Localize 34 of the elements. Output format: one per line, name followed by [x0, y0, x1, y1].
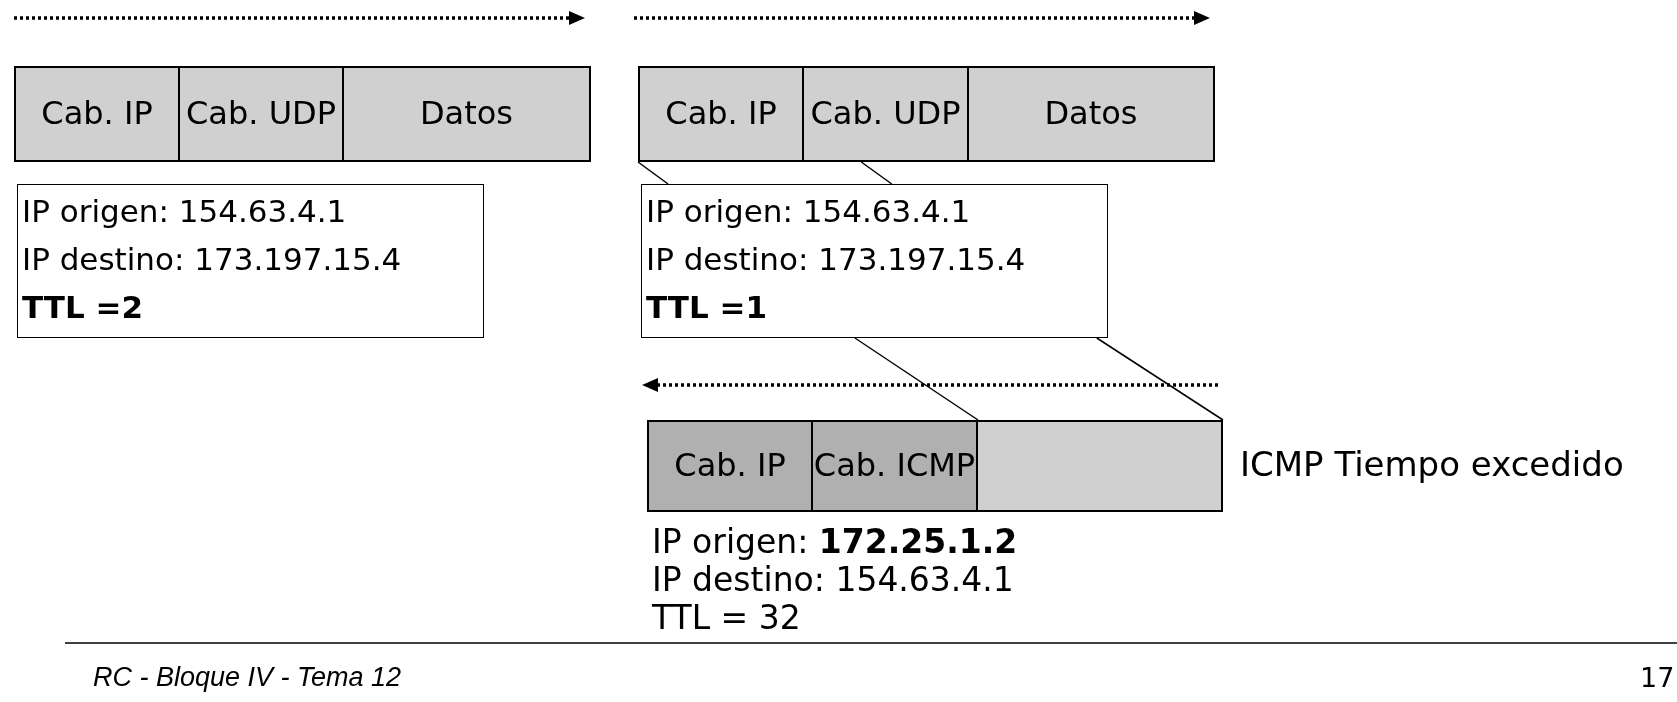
header-field	[647, 420, 813, 512]
field-label: Datos	[419, 96, 513, 132]
footer-text: RC - Bloque IV - Tema 12	[93, 662, 402, 693]
field-label: Cab. IP	[665, 96, 777, 132]
header-field	[811, 420, 978, 512]
info-line: IP destino: 154.63.4.1	[652, 560, 1014, 599]
info-line: IP origen: 172.25.1.2	[652, 522, 1018, 561]
info-box	[641, 184, 1108, 338]
header-field	[342, 66, 591, 162]
info-box	[17, 184, 484, 338]
header-field	[967, 66, 1215, 162]
field-label: Cab. IP	[41, 96, 153, 132]
connector-line	[854, 337, 979, 421]
header-field	[802, 66, 969, 162]
caption-text: ICMP Tiempo excedido	[1240, 444, 1624, 484]
info-line: TTL =2	[22, 288, 145, 327]
connector-line	[1096, 337, 1224, 421]
info-line: TTL =1	[646, 288, 769, 327]
header-field	[178, 66, 344, 162]
field-label: Datos	[1044, 96, 1138, 132]
info-line: IP destino: 173.197.15.4	[22, 240, 403, 279]
field-label: Cab. IP	[674, 448, 786, 484]
info-line: TTL = 32	[652, 598, 801, 637]
page-number: 17	[1640, 662, 1675, 693]
header-field	[14, 66, 180, 162]
info-line: IP destino: 173.197.15.4	[646, 240, 1027, 279]
info-line: IP origen: 154.63.4.1	[22, 192, 348, 231]
connector-line	[637, 161, 669, 185]
field-label: Cab. UDP	[186, 96, 336, 132]
header-field	[638, 66, 804, 162]
info-line: IP origen: 154.63.4.1	[646, 192, 972, 231]
field-label: Cab. UDP	[810, 96, 961, 132]
field-label: Cab. ICMP	[813, 448, 976, 484]
connector-line	[860, 161, 893, 185]
